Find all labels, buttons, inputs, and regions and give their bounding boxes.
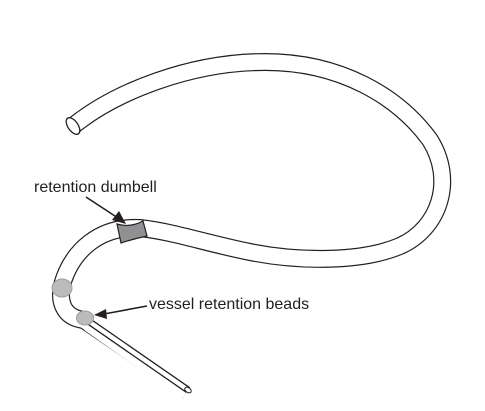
catheter-tube [52,53,452,400]
retention-dumbell-label: retention dumbell [34,179,157,196]
retention-dumbell [116,220,148,244]
tube-open-end [65,117,81,135]
dumbell-callout-line [85,196,119,219]
vessel-retention-beads-label: vessel retention beads [149,296,310,313]
dumbell-arrowhead-icon [112,211,126,224]
vessel-retention-beads [51,278,94,326]
beads-arrowhead-icon [94,309,107,319]
tube-tip-inner [82,316,190,392]
tube-inner [53,54,451,398]
tube-tip-end [184,386,192,394]
beads-callout-line [103,305,148,315]
dumbell-shape [116,220,148,244]
callout-arrows [85,196,148,319]
retention-bead [51,278,73,298]
retention-bead [76,310,94,326]
